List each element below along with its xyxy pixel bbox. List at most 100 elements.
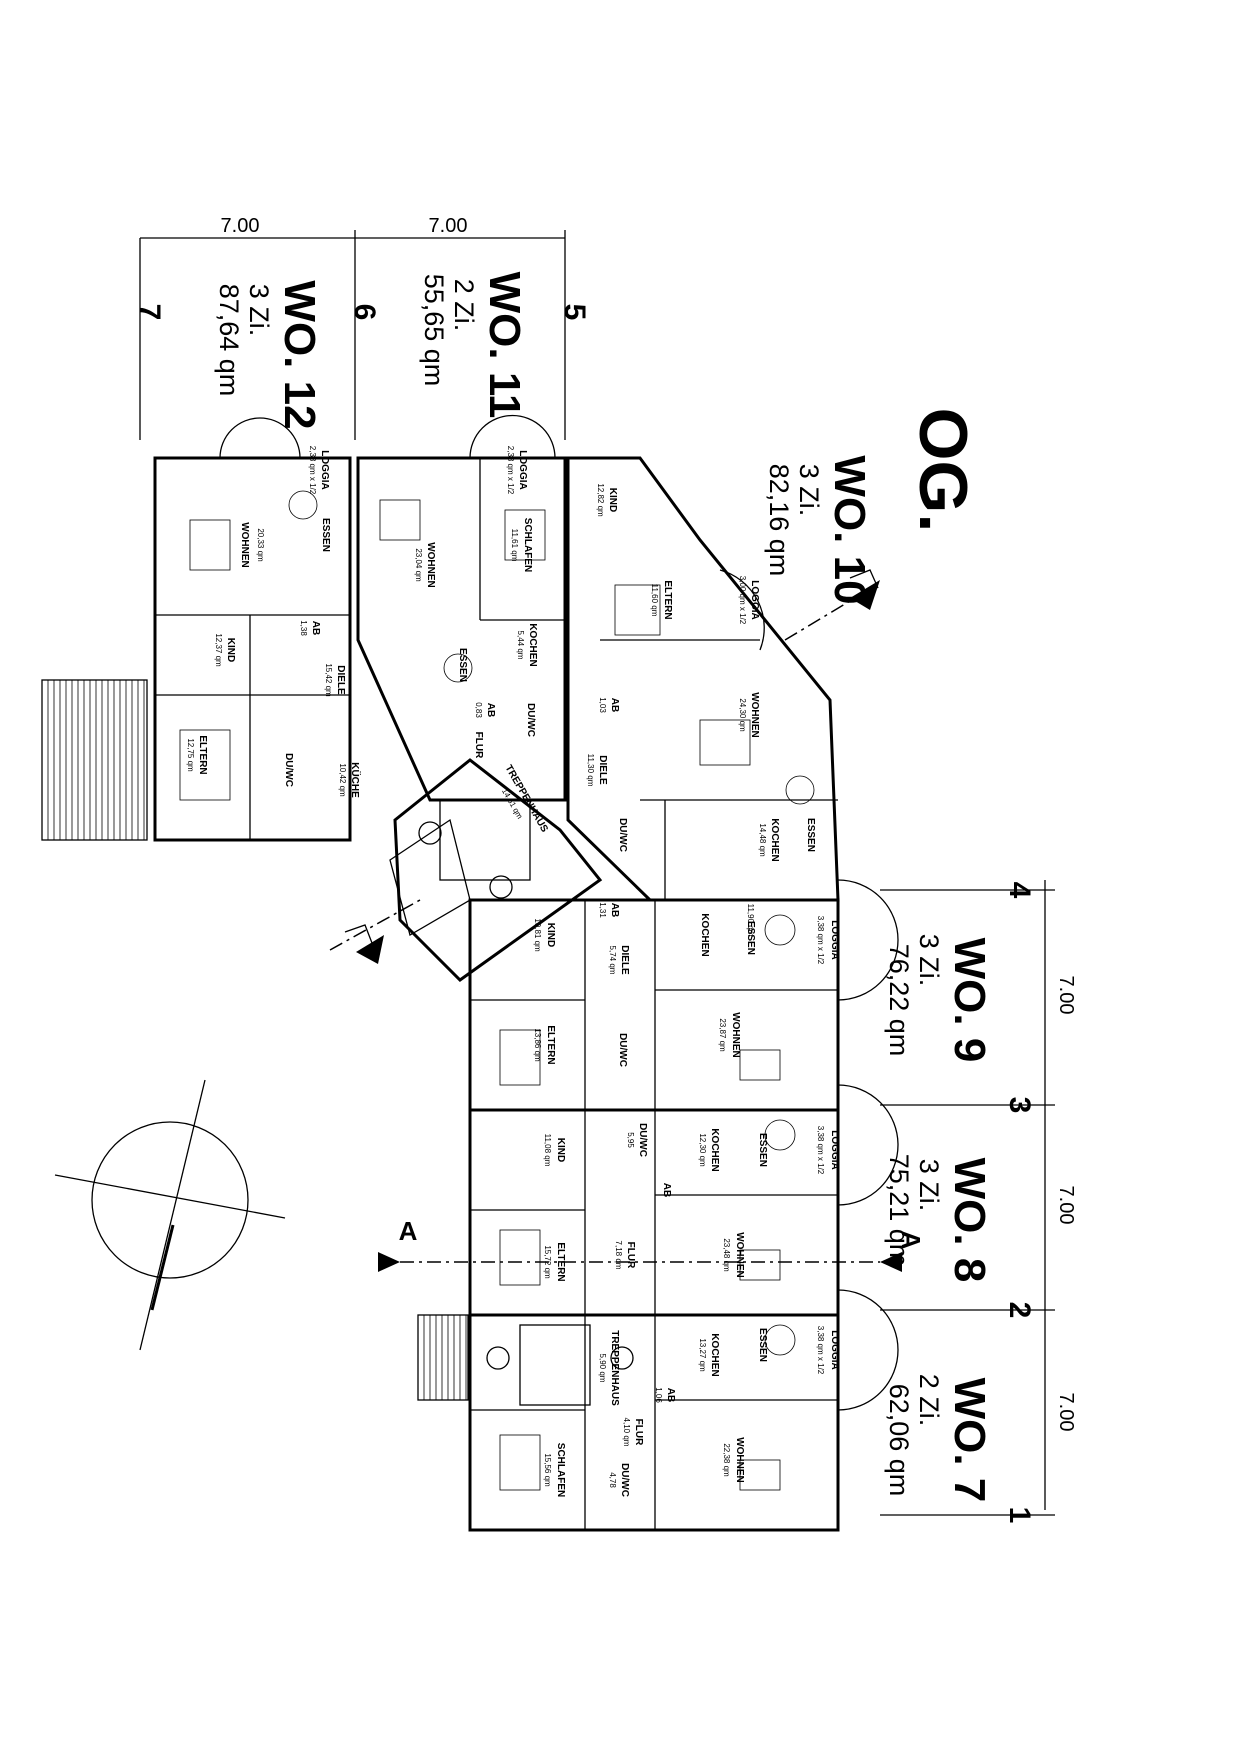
room-label: FLUR: [633, 1419, 644, 1446]
room-label: AB: [310, 621, 321, 635]
rooms-wo10: LOGGIA 3,00 qm x 1/2 ELTERN 11,60 qm KIN…: [586, 483, 816, 861]
room-label: WOHNEN: [239, 522, 250, 568]
room-label: KIND: [607, 488, 618, 512]
section-marker: A: [399, 1216, 418, 1246]
unit-heading-wo7: WO. 7 2 Zi. 62,06 qm: [884, 1374, 994, 1503]
room-label: SCHLAFEN: [555, 1443, 566, 1497]
room-label: KÜCHE: [349, 762, 362, 798]
axis-label: 2: [1003, 1302, 1036, 1319]
unit-name: WO. 10: [825, 455, 874, 604]
room-area: 3,38 qm x 1/2: [816, 1326, 825, 1375]
room-label: AB: [665, 1388, 676, 1402]
room-label: ELTERN: [555, 1242, 566, 1281]
room-label: KOCHEN: [709, 1128, 720, 1171]
unit-rooms: 3 Zi.: [914, 934, 944, 987]
unit-rooms: 3 Zi.: [244, 284, 274, 337]
axis-label: 6: [348, 304, 381, 321]
room-label: KIND: [545, 923, 556, 947]
room-area: 1,31: [598, 902, 607, 918]
room-area: 3,38 qm x 1/2: [816, 1126, 825, 1175]
room-label: ELTERN: [197, 735, 208, 774]
room-area: 14,48 qm: [758, 823, 767, 857]
unit-area: 55,65 qm: [419, 274, 449, 387]
room-area: 2,38 qm x 1/2: [506, 446, 515, 495]
room-label: FLUR: [625, 1242, 636, 1269]
room-area: 0,83: [474, 702, 483, 718]
room-area: 12,75 qm: [186, 738, 195, 772]
room-label: WOHNEN: [425, 542, 436, 588]
room-area: 1,03: [598, 697, 607, 713]
unit-rooms: 3 Zi.: [914, 1159, 944, 1212]
room-label: AB: [609, 698, 620, 712]
room-area: 12,37 qm: [214, 633, 223, 667]
room-label: KIND: [555, 1138, 566, 1162]
room-area: 1,06: [654, 1387, 663, 1403]
unit-heading-wo10: WO. 10 3 Zi. 82,16 qm: [764, 455, 874, 604]
room-area: 12,82 qm: [596, 483, 605, 517]
unit-name: WO. 12: [275, 280, 324, 429]
unit-heading-wo11: WO. 11 2 Zi. 55,65 qm: [419, 272, 529, 419]
room-label: WOHNEN: [749, 692, 760, 738]
unit-area: 62,06 qm: [884, 1384, 914, 1497]
room-area: 7,18 qm: [614, 1241, 623, 1270]
unit-heading-wo8: WO. 8 3 Zi. 75,21 qm: [884, 1154, 994, 1283]
axis-label: 5: [558, 304, 591, 321]
rooms-wo8: LOGGIA 3,38 qm x 1/2 ESSEN KOCHEN 12,30 …: [543, 1123, 840, 1282]
rooms-wo7: LOGGIA 3,38 qm x 1/2 ESSEN KOCHEN 13,27 …: [543, 1326, 840, 1497]
room-area: 5,95: [626, 1132, 635, 1148]
unit-heading-wo12: WO. 12 3 Zi. 87,64 qm: [214, 280, 324, 429]
room-label: DIELE: [335, 665, 346, 695]
room-label: ESSEN: [320, 518, 331, 552]
room-area: 4,10 qm: [622, 1418, 631, 1447]
room-label: WOHNEN: [730, 1012, 741, 1058]
entrance-arrows: [344, 569, 880, 964]
room-label: KOCHEN: [769, 818, 780, 861]
stair-wells: [418, 799, 634, 1406]
room-label: DU/WC: [283, 753, 294, 787]
room-label: KIND: [225, 638, 236, 662]
room-area: 13,27 qm: [698, 1338, 707, 1372]
room-label: LOGGIA: [319, 450, 330, 489]
room-label: DIELE: [597, 755, 608, 785]
room-area: 12,30 qm: [698, 1133, 707, 1167]
room-area: 3,00 qm x 1/2: [738, 576, 747, 625]
room-label: KOCHEN: [699, 913, 710, 956]
room-label: WOHNEN: [734, 1437, 745, 1483]
room-area: 1,38: [299, 620, 308, 636]
unit-name: WO. 9: [945, 938, 994, 1063]
rooms-wo11: LOGGIA 2,38 qm x 1/2 SCHLAFEN 11,61 qm W…: [414, 446, 550, 835]
room-area: 10,81 qm: [533, 918, 542, 952]
dimension-label: 7.00: [1055, 976, 1077, 1015]
room-area: 23,87 qm: [718, 1018, 727, 1052]
room-label: DU/WC: [619, 1463, 630, 1497]
rooms-wo9: LOGGIA 3,38 qm x 1/2 ESSEN KOCHEN 11,90 …: [533, 902, 840, 1067]
room-area: 11,90 qm: [746, 904, 755, 937]
room-label: ESSEN: [805, 818, 816, 852]
room-label: ELTERN: [545, 1025, 556, 1064]
room-label: LOGGIA: [829, 1130, 840, 1169]
room-area: 5,44 qm: [516, 631, 525, 660]
room-area: 3,38 qm x 1/2: [816, 916, 825, 965]
unit-rooms: 2 Zi.: [449, 279, 479, 332]
room-area: 24,30 qm: [738, 698, 747, 732]
axis-label: 7: [133, 304, 166, 321]
unit-heading-wo9: WO. 9 3 Zi. 76,22 qm: [884, 934, 994, 1063]
room-area: 11,08 qm: [543, 1134, 552, 1167]
axis-label: 4: [1003, 882, 1036, 899]
room-label: LOGGIA: [829, 1330, 840, 1369]
room-label: WOHNEN: [734, 1232, 745, 1278]
room-label: ESSEN: [757, 1133, 768, 1167]
unit-rooms: 2 Zi.: [914, 1374, 944, 1427]
room-label: SCHLAFEN: [522, 518, 533, 572]
room-label: AB: [485, 703, 496, 717]
room-area: 23,04 qm: [414, 548, 423, 582]
room-area: 11,60 qm: [650, 584, 659, 617]
room-area: 15,72 qm: [543, 1245, 552, 1279]
room-area: 11,30 qm: [586, 754, 595, 787]
furniture: [179, 490, 815, 1491]
room-label: LOGGIA: [749, 580, 760, 619]
room-label: AB: [609, 903, 620, 917]
room-label: DU/WC: [617, 1033, 628, 1067]
dimension-label: 7.00: [221, 215, 260, 237]
